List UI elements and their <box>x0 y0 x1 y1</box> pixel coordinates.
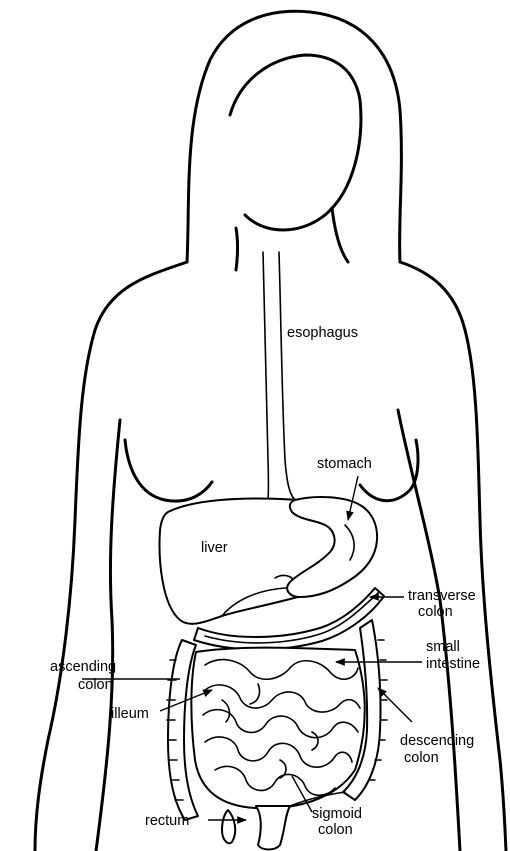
right-inner-arm <box>398 410 460 851</box>
left-inner-arm <box>96 420 120 851</box>
label-small-intestine: small intestine <box>426 639 480 672</box>
label-descending-colon: descending colon <box>400 733 478 766</box>
small-intestine <box>191 648 364 809</box>
label-esophagus: esophagus <box>287 325 358 341</box>
label-transverse-colon: transverse colon <box>408 588 480 620</box>
label-sigmoid-colon: sigmoid colon <box>312 806 366 838</box>
neck-left <box>236 228 238 270</box>
esophagus <box>263 252 295 505</box>
label-rectum: rectum <box>145 813 189 829</box>
neck-right <box>332 208 348 262</box>
descending-colon-leader <box>378 688 412 722</box>
label-liver: liver <box>201 540 228 556</box>
label-illeum: illeum <box>111 706 149 722</box>
label-stomach: stomach <box>317 456 372 472</box>
left-breast <box>125 440 212 501</box>
face-outline <box>230 55 361 230</box>
appendix <box>222 810 235 843</box>
hair-outline <box>187 11 401 262</box>
